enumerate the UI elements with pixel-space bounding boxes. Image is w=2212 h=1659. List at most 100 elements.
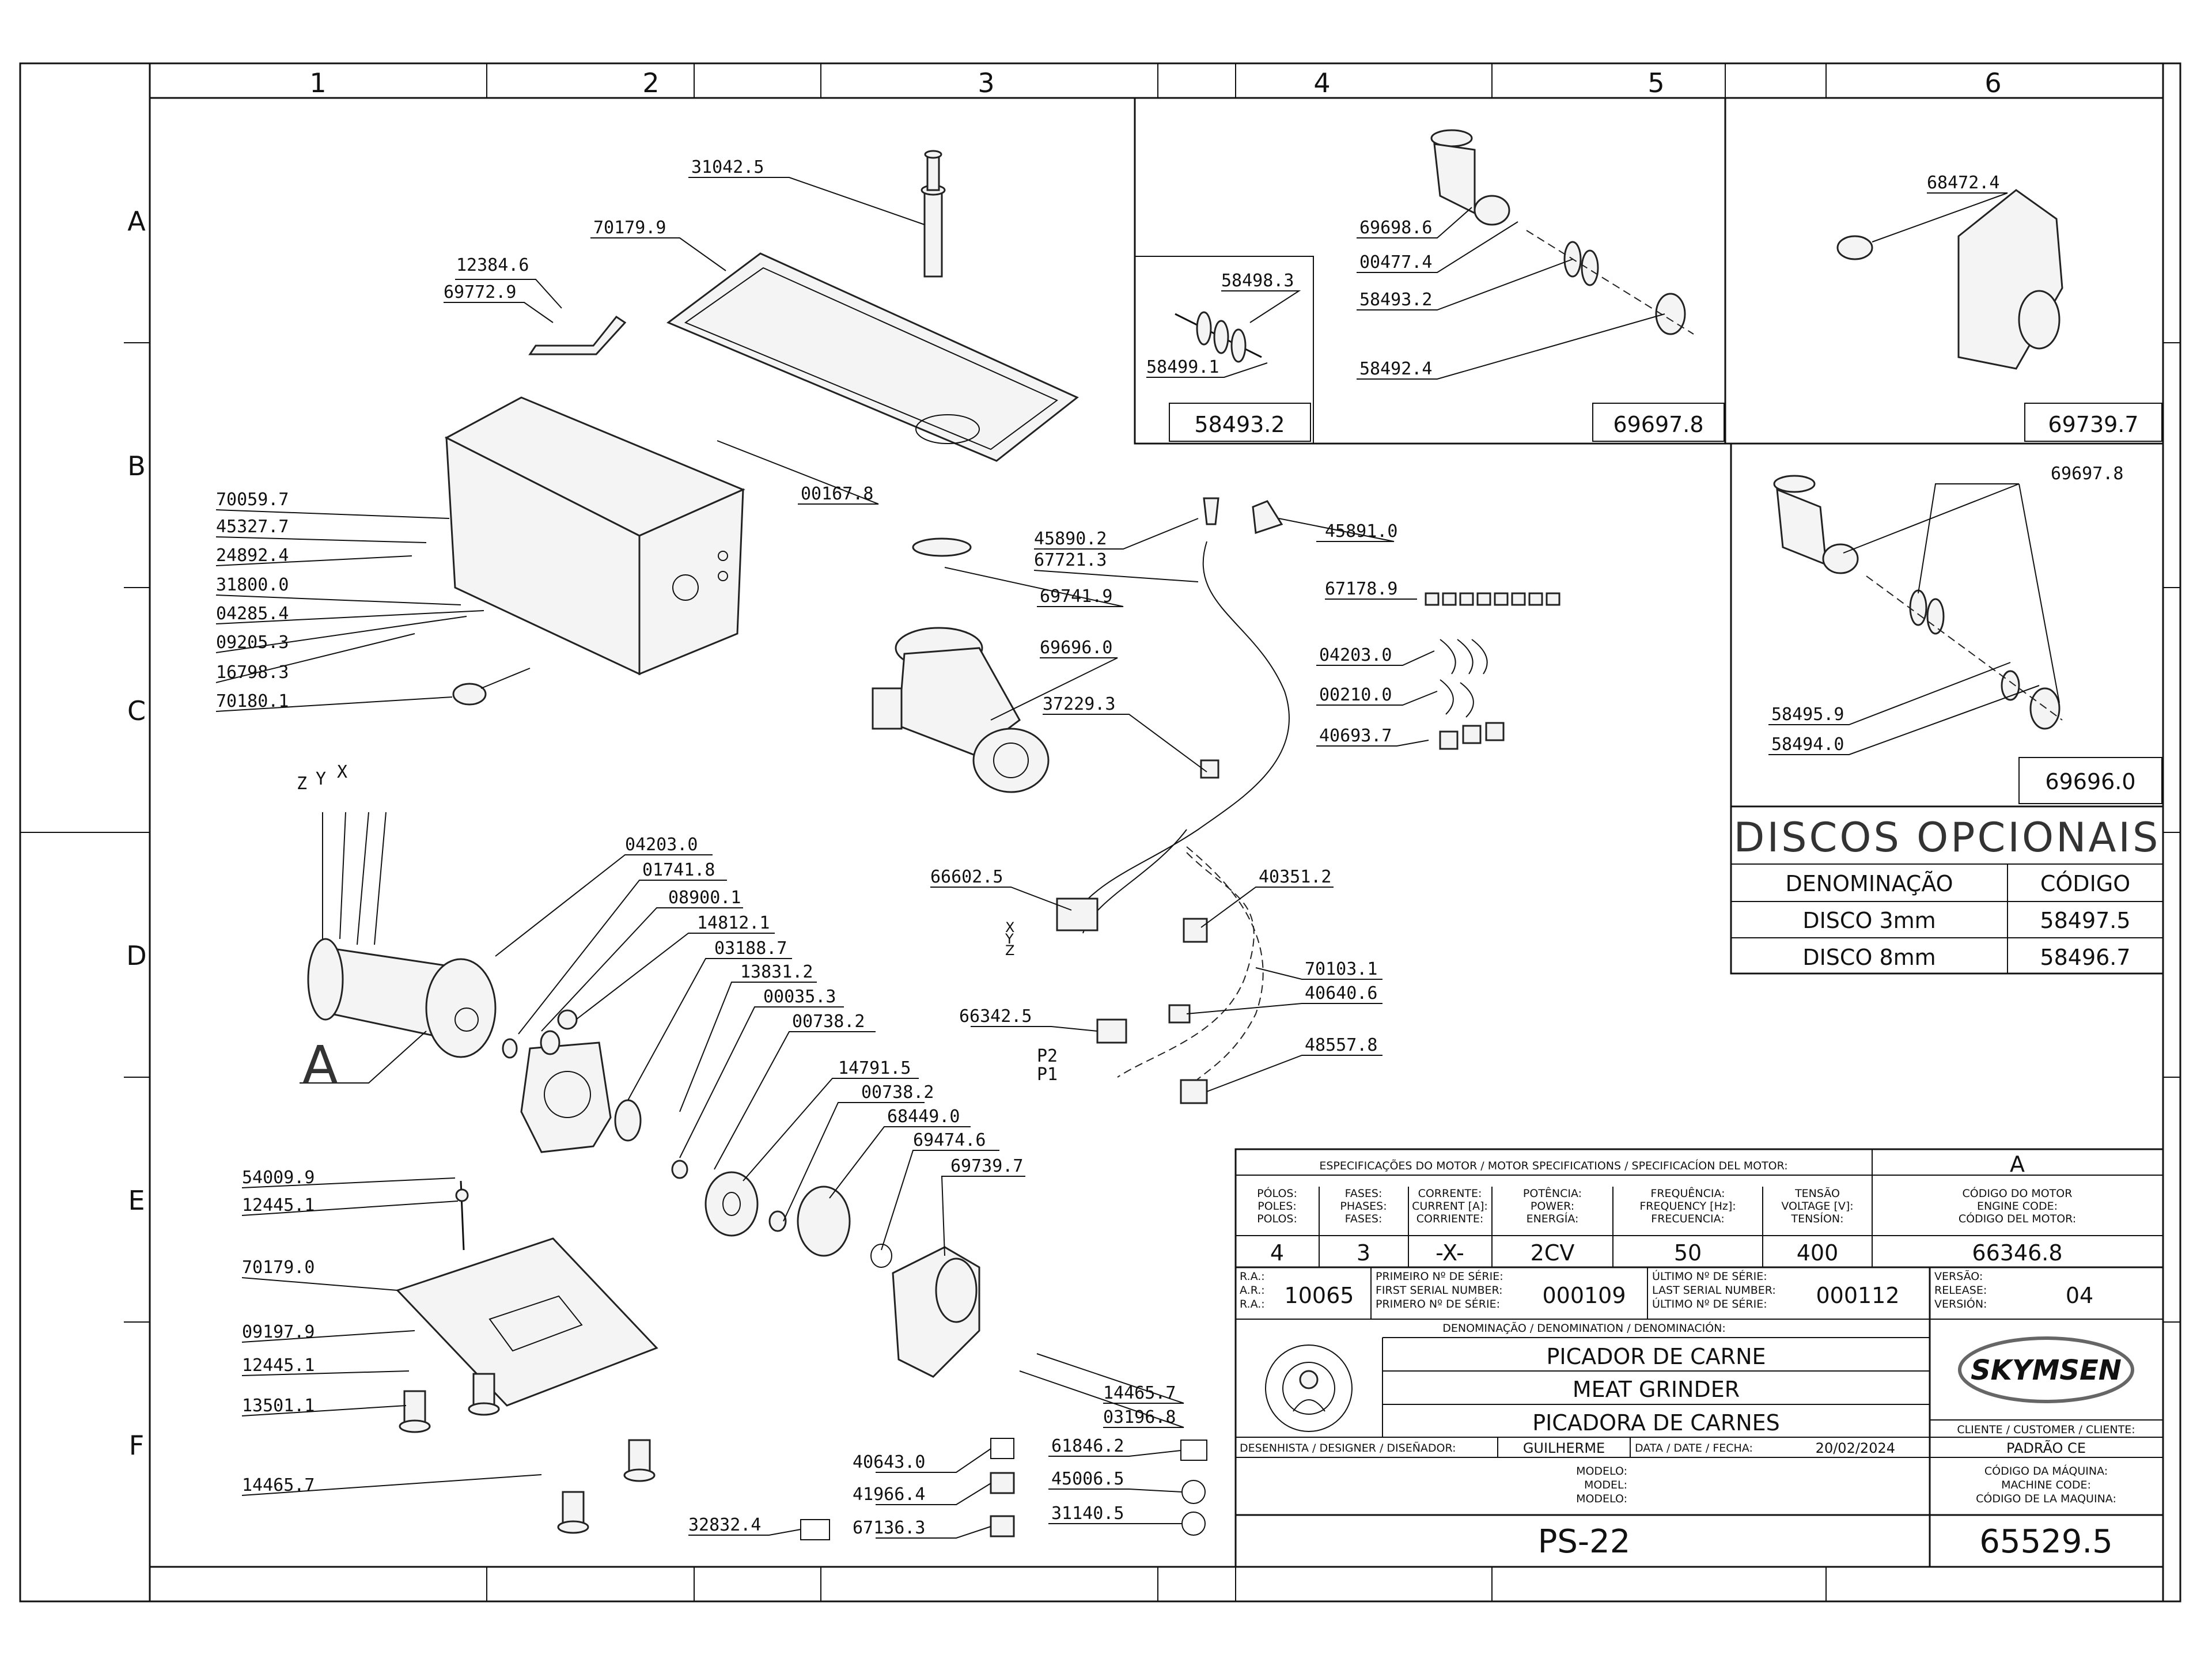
wire-label-p1: P1	[1037, 1065, 1058, 1085]
callout-58493-2: 58493.2	[1359, 290, 1432, 310]
inset-head-69697	[1430, 129, 1694, 335]
grid-col-5: 5	[1647, 67, 1664, 99]
frequency-value: 50	[1674, 1240, 1702, 1266]
warning-label-icon	[990, 1472, 1015, 1494]
base-plate	[396, 1180, 658, 1407]
last-serial-label: ÚLTIMO Nº DE SÉRIE:	[1652, 1297, 1767, 1310]
callout-00738-2: 00738.2	[861, 1082, 934, 1103]
callout-67721-3: 67721.3	[1034, 550, 1107, 570]
callout-04203-0: 04203.0	[625, 835, 698, 855]
product-name-es: PICADORA DE CARNES	[1532, 1410, 1780, 1435]
callout-69772-9: 69772.9	[444, 282, 516, 302]
callout-58494-0: 58494.0	[1771, 734, 1844, 755]
callout-01741-8: 01741.8	[642, 860, 715, 880]
model-value: PS-22	[1538, 1523, 1631, 1560]
inset-cover-69739	[1836, 189, 2063, 370]
model-label: MODELO:	[1576, 1465, 1627, 1478]
ra-label: R.A.:	[1240, 1270, 1265, 1283]
callout-09205-3: 09205.3	[216, 632, 289, 653]
authorized-service-seal	[1265, 1344, 1353, 1432]
callout-12445-1: 12445.1	[242, 1195, 315, 1215]
current-label: CURRENT [A]:	[1412, 1200, 1488, 1213]
callout-12384-6: 12384.6	[456, 255, 529, 275]
first-serial-label: PRIMERO Nº DE SÉRIE:	[1376, 1297, 1500, 1310]
callout-00167-8: 00167.8	[801, 484, 873, 504]
motor-code-label: ENGINE CODE:	[1977, 1200, 2058, 1213]
ra-value: 10065	[1285, 1283, 1354, 1308]
axis-label-z: Z	[297, 774, 307, 794]
last-serial-label: LAST SERIAL NUMBER:	[1652, 1284, 1776, 1297]
callout-00477-4: 00477.4	[1359, 252, 1432, 272]
callout-40640-6: 40640.6	[1305, 983, 1377, 1003]
inset-code-69739-7: 69739.7	[2048, 412, 2138, 437]
last-serial-value: 000112	[1816, 1283, 1899, 1308]
callout-08900-1: 08900.1	[668, 888, 741, 908]
ground-symbol-icon	[1181, 1512, 1206, 1536]
callout-12445-1: 12445.1	[242, 1355, 315, 1376]
client-value: PADRÃO CE	[2006, 1439, 2086, 1456]
power-label: POTÊNCIA:	[1523, 1187, 1582, 1200]
callout-37229-3: 37229.3	[1043, 694, 1115, 714]
ra-label: R.A.:	[1240, 1298, 1265, 1310]
callout-31042-5: 31042.5	[691, 157, 764, 177]
current-label: CORRENTE:	[1418, 1187, 1482, 1200]
callout-66342-5: 66342.5	[959, 1006, 1032, 1027]
callout-69474-6: 69474.6	[913, 1130, 986, 1150]
callout-69698-6: 69698.6	[1359, 218, 1432, 238]
wire-label-x: X	[1005, 919, 1014, 935]
grid-col-4: 4	[1313, 67, 1330, 99]
grid-column-labels: 1 2 3 4 5 6	[309, 67, 2001, 99]
callout-16798-3: 16798.3	[216, 662, 289, 683]
tray-part	[666, 252, 1079, 462]
knob-part	[452, 668, 531, 706]
disc-row-code: 58497.5	[2040, 908, 2130, 933]
discs-header-name: DENOMINAÇÃO	[1785, 871, 1953, 896]
callout-24892-4: 24892.4	[216, 546, 289, 566]
callout-09197-9: 09197.9	[242, 1322, 315, 1342]
grid-row-B: B	[127, 450, 146, 482]
axis-label-x: X	[337, 762, 347, 782]
wire-label-y: Y	[1005, 931, 1014, 947]
poles-label: PÓLOS:	[1257, 1186, 1297, 1200]
capacity-label-icon	[990, 1515, 1015, 1537]
callout-45891-0: 45891.0	[1325, 521, 1397, 541]
callout-04203-0: 04203.0	[1319, 645, 1392, 665]
disc-row-name: DISCO 3mm	[1802, 908, 1936, 933]
callout-58495-9: 58495.9	[1771, 704, 1844, 725]
callout-45006-5: 45006.5	[1051, 1469, 1124, 1489]
callout-70179-9: 70179.9	[593, 218, 666, 238]
date-value: 20/02/2024	[1816, 1440, 1895, 1456]
designer-label: DESENHISTA / DESIGNER / DISEÑADOR:	[1240, 1441, 1456, 1455]
gear-train	[614, 1099, 892, 1268]
version-label: VERSIÓN:	[1934, 1297, 1987, 1310]
terminal-blocks	[1425, 592, 1560, 750]
poles-value: 4	[1270, 1240, 1284, 1266]
callout-03188-7: 03188.7	[714, 938, 787, 959]
current-value: -X-	[1435, 1240, 1464, 1266]
wire-label-z: Z	[1005, 942, 1014, 959]
motor-code-value: 66346.8	[1972, 1240, 2062, 1266]
callout-58492-4: 58492.4	[1359, 359, 1432, 379]
power-label: POWER:	[1531, 1200, 1574, 1213]
discs-header-code: CÓDIGO	[2040, 871, 2130, 896]
grid-col-1: 1	[309, 67, 326, 99]
motor-housing	[444, 396, 745, 676]
phases-label: FASES:	[1345, 1187, 1382, 1200]
grid-row-labels: A B C D E F	[126, 206, 146, 1461]
callout-69696-0: 69696.0	[1040, 638, 1112, 658]
callout-14465-7: 14465.7	[1103, 1383, 1176, 1403]
machine-code-label: CÓDIGO DA MÁQUINA:	[1984, 1464, 2108, 1478]
callout-69697-8: 69697.8	[2051, 464, 2123, 484]
callout-03196-8: 03196.8	[1103, 1407, 1176, 1427]
pusher-part	[921, 150, 946, 278]
part-callouts: 31042.5 70179.9 12384.6 69772.9 00167.8 …	[216, 157, 2123, 1538]
label-plate-icon	[800, 1519, 830, 1540]
callout-31800-0: 31800.0	[216, 575, 289, 595]
designer-value: GUILHERME	[1523, 1440, 1605, 1456]
inset-code-69697-8: 69697.8	[1613, 412, 1703, 437]
callout-58499-1: 58499.1	[1146, 357, 1219, 377]
power-label: ENERGÍA:	[1527, 1212, 1579, 1225]
inset-code-69696-0: 69696.0	[2045, 769, 2135, 794]
callout-67178-9: 67178.9	[1325, 579, 1397, 599]
voltage-label: VOLTAGE [V]:	[1781, 1200, 1853, 1213]
